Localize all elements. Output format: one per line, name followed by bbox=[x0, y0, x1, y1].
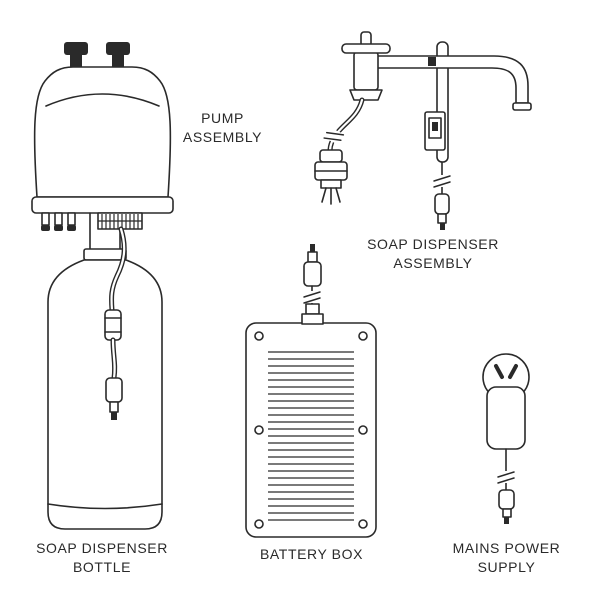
pump-cable-drawing bbox=[104, 226, 127, 420]
screw-icon bbox=[254, 425, 264, 435]
label-line: MAINS POWER bbox=[452, 540, 561, 556]
label-line: BATTERY BOX bbox=[259, 546, 364, 562]
pump-assembly-drawing bbox=[31, 42, 174, 231]
label-line: PUMP bbox=[201, 110, 244, 126]
pump-knob-icon bbox=[106, 42, 130, 55]
label-line: SUPPLY bbox=[477, 559, 536, 575]
mains-cable-plug-icon bbox=[498, 489, 515, 524]
faucet-cable-plug-icon bbox=[434, 193, 450, 230]
mains-plug-drawing bbox=[482, 353, 530, 524]
cable-plug-icon bbox=[105, 377, 123, 403]
cable-gland-icon bbox=[301, 313, 324, 325]
screw-icon bbox=[358, 519, 368, 529]
screw-icon bbox=[358, 331, 368, 341]
faucet-drawing bbox=[314, 31, 532, 230]
pump-grille-icon bbox=[97, 212, 143, 230]
label-soap-dispenser-assembly: SOAP DISPENSER ASSEMBLY bbox=[337, 235, 529, 273]
plug-body-icon bbox=[486, 386, 526, 450]
battery-cable-plug-icon bbox=[303, 244, 322, 287]
label-line: ASSEMBLY bbox=[182, 129, 263, 145]
label-battery-box: BATTERY BOX bbox=[238, 545, 385, 564]
label-line: BOTTLE bbox=[72, 559, 132, 575]
label-line: SOAP DISPENSER bbox=[36, 540, 168, 556]
mixer-body-icon bbox=[353, 51, 379, 91]
label-pump-assembly: PUMP ASSEMBLY bbox=[150, 109, 295, 147]
handle-icon bbox=[341, 43, 391, 54]
solenoid-connector-icon bbox=[314, 149, 348, 205]
screw-icon bbox=[358, 425, 368, 435]
label-line: SOAP DISPENSER bbox=[367, 236, 499, 252]
battery-box-drawing bbox=[245, 244, 377, 538]
label-soap-dispenser-bottle: SOAP DISPENSER BOTTLE bbox=[18, 539, 186, 577]
screw-icon bbox=[254, 331, 264, 341]
label-mains-power-supply: MAINS POWER SUPPLY bbox=[428, 539, 585, 577]
screw-icon bbox=[254, 519, 264, 529]
soap-bottle-drawing bbox=[47, 212, 163, 530]
inline-connector-icon bbox=[104, 309, 122, 341]
label-line: ASSEMBLY bbox=[393, 255, 473, 271]
pump-knob-icon bbox=[64, 42, 88, 55]
